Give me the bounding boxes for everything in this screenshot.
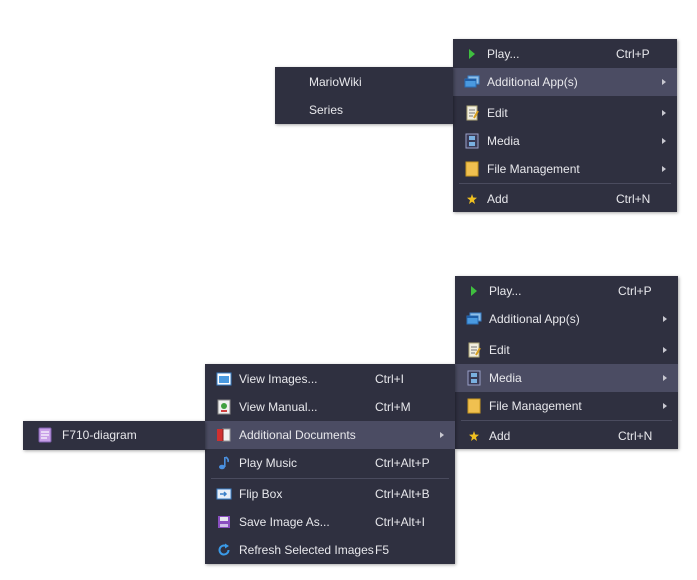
menu-item-label: Edit <box>489 343 510 357</box>
menu-item-flip-box[interactable]: Flip Box Ctrl+Alt+B <box>205 480 455 508</box>
menu-item-label: Play... <box>489 284 522 298</box>
save-icon <box>216 514 232 530</box>
menu-item-file-management[interactable]: File Management <box>455 392 678 420</box>
chevron-right-icon <box>662 138 666 144</box>
additional-documents-submenu: F710-diagram <box>23 421 205 450</box>
top-context-menu: Play... Ctrl+P Additional App(s) Edit Me… <box>453 39 677 212</box>
chevron-right-icon <box>663 347 667 353</box>
flip-box-icon <box>216 486 232 502</box>
menu-item-play[interactable]: Play... Ctrl+P <box>455 277 678 305</box>
folder-icon <box>464 161 480 177</box>
menu-item-shortcut: Ctrl+N <box>616 192 651 206</box>
chevron-right-icon <box>663 316 667 322</box>
menu-item-add[interactable]: Add Ctrl+N <box>453 185 677 213</box>
chevron-right-icon <box>662 79 666 85</box>
menu-item-file-management[interactable]: File Management <box>453 155 677 183</box>
media-submenu: View Images... Ctrl+I View Manual... Ctr… <box>205 364 455 564</box>
chevron-right-icon <box>662 166 666 172</box>
menu-item-label: File Management <box>487 162 580 176</box>
document-icon <box>37 427 53 443</box>
additional-apps-submenu: MarioWiki Series <box>275 67 453 124</box>
menu-item-shortcut: Ctrl+Alt+P <box>375 456 430 470</box>
menu-item-play-music[interactable]: Play Music Ctrl+Alt+P <box>205 449 455 477</box>
menu-item-label: F710-diagram <box>62 428 137 442</box>
folder-icon <box>466 398 482 414</box>
windows-icon <box>464 74 480 90</box>
menu-item-view-images[interactable]: View Images... Ctrl+I <box>205 365 455 393</box>
film-icon <box>464 133 480 149</box>
menu-item-media[interactable]: Media <box>455 364 678 392</box>
menu-item-shortcut: Ctrl+P <box>616 47 650 61</box>
edit-document-icon <box>466 342 482 358</box>
refresh-icon <box>216 542 232 558</box>
menu-item-additional-documents[interactable]: Additional Documents <box>205 421 455 449</box>
add-star-icon <box>466 428 482 444</box>
books-icon <box>216 427 232 443</box>
menu-item-view-manual[interactable]: View Manual... Ctrl+M <box>205 393 455 421</box>
submenu-item-mariowiki[interactable]: MarioWiki <box>275 68 453 96</box>
edit-document-icon <box>464 105 480 121</box>
menu-item-label: Additional App(s) <box>489 312 580 326</box>
menu-item-label: Add <box>487 192 509 206</box>
menu-item-shortcut: Ctrl+P <box>618 284 652 298</box>
menu-item-save-image-as[interactable]: Save Image As... Ctrl+Alt+I <box>205 508 455 536</box>
menu-separator <box>211 478 449 479</box>
play-icon <box>464 46 480 62</box>
menu-item-shortcut: F5 <box>375 543 390 557</box>
menu-item-add[interactable]: Add Ctrl+N <box>455 422 678 450</box>
menu-item-edit[interactable]: Edit <box>455 336 678 364</box>
chevron-right-icon <box>662 110 666 116</box>
menu-item-label: Edit <box>487 106 508 120</box>
menu-item-label: Media <box>489 371 522 385</box>
menu-item-label: Series <box>309 103 344 117</box>
menu-item-label: View Images... <box>239 372 318 386</box>
bottom-context-menu: Play... Ctrl+P Additional App(s) Edit Me… <box>455 276 678 449</box>
image-icon <box>216 371 232 387</box>
menu-item-label: Save Image As... <box>239 515 330 529</box>
chevron-right-icon <box>440 432 444 438</box>
menu-item-refresh-selected-images[interactable]: Refresh Selected Images F5 <box>205 536 455 564</box>
menu-separator <box>459 183 671 184</box>
menu-item-label: Play... <box>487 47 520 61</box>
menu-item-label: Additional Documents <box>239 428 356 442</box>
menu-item-label: Add <box>489 429 511 443</box>
menu-item-label: View Manual... <box>239 400 318 414</box>
windows-icon <box>466 311 482 327</box>
menu-item-label: File Management <box>489 399 582 413</box>
submenu-item-f710-diagram[interactable]: F710-diagram <box>23 421 205 449</box>
music-note-icon <box>216 455 232 471</box>
menu-item-label: Media <box>487 134 520 148</box>
menu-item-shortcut: Ctrl+M <box>375 400 411 414</box>
manual-icon <box>216 399 232 415</box>
play-icon <box>466 283 482 299</box>
menu-item-label: Additional App(s) <box>487 75 578 89</box>
menu-item-edit[interactable]: Edit <box>453 99 677 127</box>
menu-item-label: Flip Box <box>239 487 283 501</box>
menu-item-shortcut: Ctrl+I <box>375 372 405 386</box>
chevron-right-icon <box>663 403 667 409</box>
menu-item-shortcut: Ctrl+N <box>618 429 653 443</box>
menu-item-play[interactable]: Play... Ctrl+P <box>453 40 677 68</box>
menu-item-shortcut: Ctrl+Alt+I <box>375 515 426 529</box>
add-star-icon <box>464 191 480 207</box>
menu-item-additional-apps[interactable]: Additional App(s) <box>453 68 677 96</box>
film-icon <box>466 370 482 386</box>
menu-separator <box>461 420 672 421</box>
menu-item-label: Refresh Selected Images <box>239 543 374 557</box>
menu-item-label: MarioWiki <box>309 75 362 89</box>
menu-item-label: Play Music <box>239 456 298 470</box>
menu-item-media[interactable]: Media <box>453 127 677 155</box>
menu-item-additional-apps[interactable]: Additional App(s) <box>455 305 678 333</box>
chevron-right-icon <box>663 375 667 381</box>
menu-item-shortcut: Ctrl+Alt+B <box>375 487 430 501</box>
submenu-item-series[interactable]: Series <box>275 96 453 124</box>
